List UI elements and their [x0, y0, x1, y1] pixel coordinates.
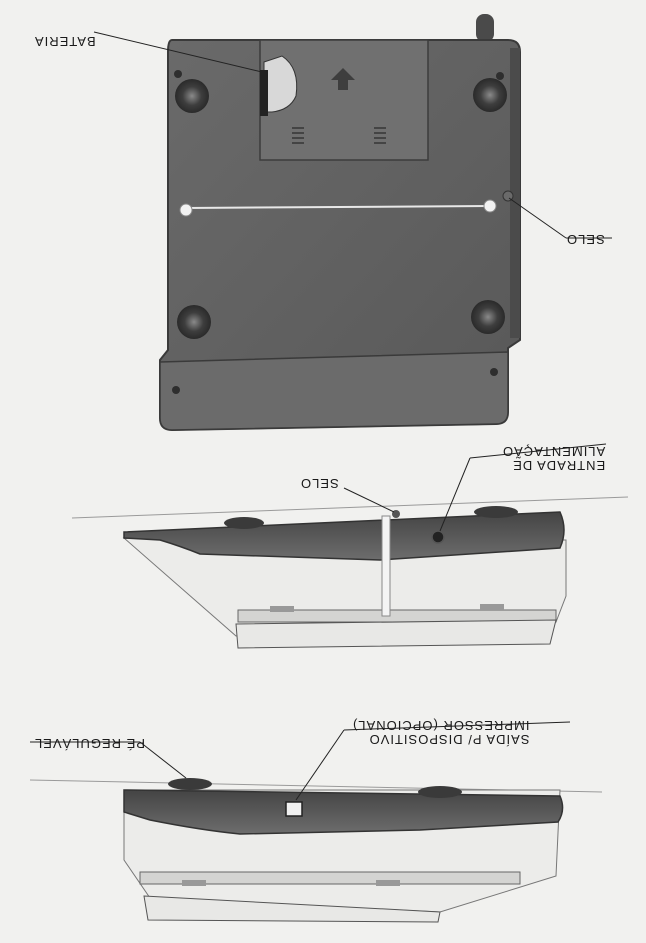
- seal-post: [381, 515, 391, 617]
- tray-foot: [182, 880, 206, 886]
- power-jack: [431, 530, 445, 544]
- seal-ring-right: [483, 199, 497, 213]
- foot-bottom-right: [471, 300, 505, 334]
- tray-foot: [270, 606, 294, 612]
- reference-line: [71, 496, 629, 519]
- foot-left: [168, 778, 212, 790]
- battery-icon: [263, 55, 298, 113]
- battery-clip: [260, 70, 268, 116]
- screw-hole: [174, 70, 182, 78]
- lower-strip: [159, 351, 509, 431]
- antenna-stub: [476, 14, 494, 42]
- label-bateria: BATERIA: [34, 34, 96, 49]
- seal-ring-left: [179, 203, 193, 217]
- leader-entrada: [439, 457, 471, 532]
- base-bottom: [235, 619, 557, 649]
- foot-right: [418, 786, 462, 798]
- leader-selo-middle: [343, 487, 395, 513]
- leader-pe: [139, 741, 187, 779]
- seal-wire: [185, 205, 491, 209]
- device-side: [123, 789, 564, 835]
- leader-bateria: [93, 31, 263, 73]
- side-bevel: [510, 48, 520, 338]
- screw-hole: [490, 368, 498, 376]
- tray-foot: [376, 880, 400, 886]
- label-selo-middle: SELO: [300, 476, 339, 491]
- side-view-printer: [29, 721, 603, 923]
- leader-saida-tail: [343, 721, 571, 731]
- side-view-power: [71, 443, 629, 649]
- foot-top-left: [175, 79, 209, 113]
- tray-foot: [480, 604, 504, 610]
- bottom-view-device: [93, 14, 612, 432]
- foot-bottom-left: [177, 305, 211, 339]
- label-selo-top: SELO: [566, 232, 605, 247]
- seal-head: [392, 510, 400, 518]
- arrow-up-icon: [331, 68, 355, 90]
- label-saida: SAÍDA P/ DISPOSITIVO IMPRESSOR (OPCIONAL…: [352, 718, 530, 747]
- device-side: [123, 511, 565, 561]
- label-entrada: ENTRADA DE ALIMENTAÇÃO: [502, 444, 606, 473]
- base-bottom: [143, 895, 441, 923]
- leader-saida: [295, 729, 345, 801]
- printer-port: [285, 801, 303, 817]
- base-plate: [139, 871, 521, 885]
- foot-right: [474, 506, 518, 518]
- screw-hole: [172, 386, 180, 394]
- vent-left: [292, 127, 304, 144]
- screw-hole: [496, 72, 504, 80]
- label-saida-line1: SAÍDA P/ DISPOSITIVO: [368, 732, 530, 747]
- vent-right: [374, 127, 386, 144]
- foot-top-right: [473, 78, 507, 112]
- label-entrada-line2: ALIMENTAÇÃO: [502, 444, 606, 459]
- leader-selo-top: [508, 197, 567, 239]
- label-pe-regulavel: PÉ REGULÁVEL: [34, 736, 145, 751]
- foot-left: [224, 517, 264, 529]
- label-entrada-line1: ENTRADA DE: [512, 458, 606, 473]
- leader-entrada-tail: [469, 443, 607, 459]
- label-saida-line2: IMPRESSOR (OPCIONAL): [352, 718, 530, 733]
